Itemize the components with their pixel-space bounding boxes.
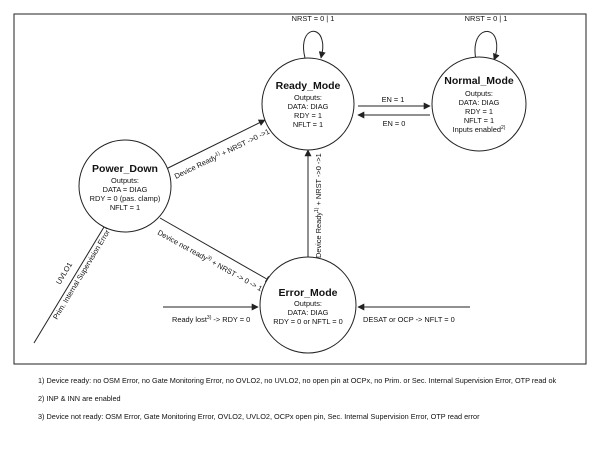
edge-ready-self-loop — [303, 30, 326, 59]
power-down-circle — [78, 139, 172, 233]
normal-mode-line: Outputs: — [465, 89, 493, 98]
label-ready-lost: Ready lost3) -> RDY = 0 — [172, 315, 250, 324]
label-error-to-ready: Device Ready1) + NRST ->0 ->1 — [314, 153, 323, 258]
state-error-mode: Error_Mode Outputs: DATA: DIAG RDY = 0 o… — [259, 256, 357, 354]
footnote-2: 2) INP & INN are enabled — [38, 394, 121, 403]
ready-mode-line: NFLT = 1 — [293, 120, 323, 129]
footnotes: 1) Device ready: no OSM Error, no Gate M… — [38, 376, 578, 430]
error-mode-line: DATA: DIAG — [288, 308, 329, 317]
edge-power-to-error — [159, 217, 273, 283]
label-power-to-error: Device not ready3) + NRST -> 0 -> 1 — [156, 228, 264, 293]
label-normal-self: NRST = 0 | 1 — [465, 14, 508, 23]
diagram-frame — [13, 13, 587, 365]
error-mode-circle — [259, 256, 357, 354]
ready-mode-line: RDY = 1 — [294, 111, 322, 120]
normal-mode-line: RDY = 1 — [465, 107, 493, 116]
power-down-line: RDY = 0 (pas. clamp) — [90, 194, 161, 203]
state-normal-mode: Normal_Mode Outputs: DATA: DIAG RDY = 1 … — [431, 56, 527, 152]
normal-mode-line: Inputs enabled2) — [453, 125, 506, 134]
label-ready-self: NRST = 0 | 1 — [292, 14, 335, 23]
label-power-to-ready: Device Ready1) + NRST ->0 ->1 — [173, 127, 271, 181]
ready-mode-line: DATA: DIAG — [288, 102, 329, 111]
normal-mode-title: Normal_Mode — [444, 75, 514, 87]
normal-mode-circle — [431, 56, 527, 152]
error-mode-title: Error_Mode — [279, 287, 338, 299]
ready-mode-circle — [261, 57, 355, 151]
power-down-line: NFLT = 1 — [110, 203, 140, 212]
label-normal-to-ready: EN = 0 — [383, 119, 406, 128]
power-down-line: DATA = DIAG — [103, 185, 148, 194]
edge-uvlo-to-power — [33, 221, 108, 344]
error-mode-line: Outputs: — [294, 299, 322, 308]
power-down-title: Power_Down — [92, 163, 158, 175]
error-mode-line: RDY = 0 or NFTL = 0 — [273, 317, 342, 326]
edge-normal-self-loop — [474, 30, 500, 61]
ready-mode-title: Ready_Mode — [276, 80, 341, 92]
footnote-3: 3) Device not ready: OSM Error, Gate Mon… — [38, 412, 480, 421]
footnote-1: 1) Device ready: no OSM Error, no Gate M… — [38, 376, 557, 385]
state-power-down: Power_Down Outputs: DATA = DIAG RDY = 0 … — [78, 139, 172, 233]
normal-mode-line: DATA: DIAG — [459, 98, 500, 107]
normal-mode-line: NFLT = 1 — [464, 116, 494, 125]
ready-mode-line: Outputs: — [294, 93, 322, 102]
label-ready-to-normal: EN = 1 — [382, 95, 405, 104]
power-down-line: Outputs: — [111, 176, 139, 185]
edge-power-to-ready — [163, 119, 266, 171]
label-desat-ocp: DESAT or OCP -> NFLT = 0 — [363, 315, 455, 324]
state-ready-mode: Ready_Mode Outputs: DATA: DIAG RDY = 1 N… — [261, 57, 355, 151]
